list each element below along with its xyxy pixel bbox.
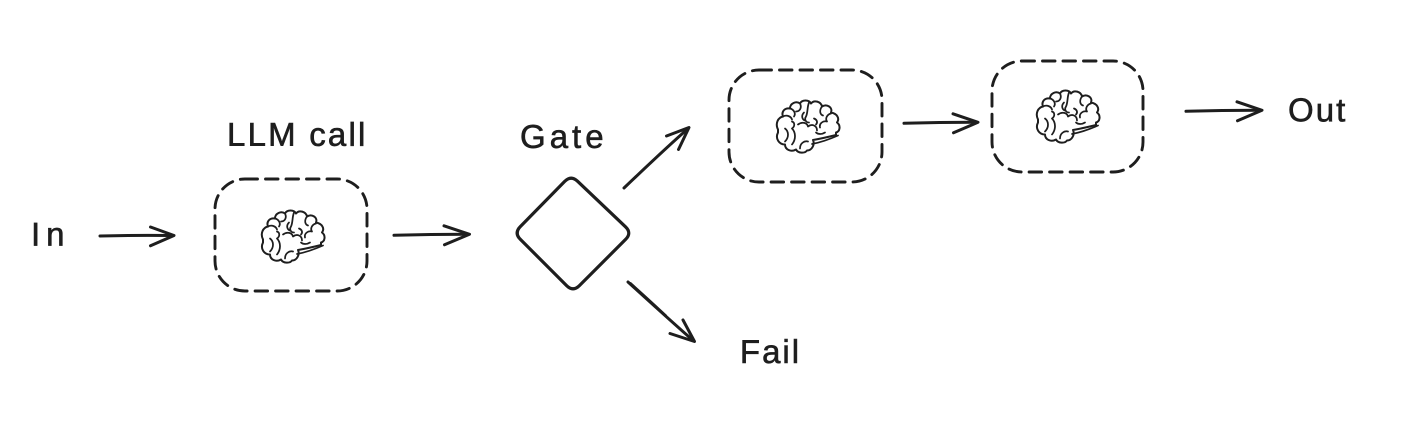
svg-text:Gate: Gate	[520, 118, 608, 155]
svg-text:Fail: Fail	[740, 333, 801, 370]
svg-text:Out: Out	[1288, 91, 1347, 128]
svg-text:In: In	[31, 216, 71, 253]
svg-text:LLM call: LLM call	[227, 116, 368, 153]
